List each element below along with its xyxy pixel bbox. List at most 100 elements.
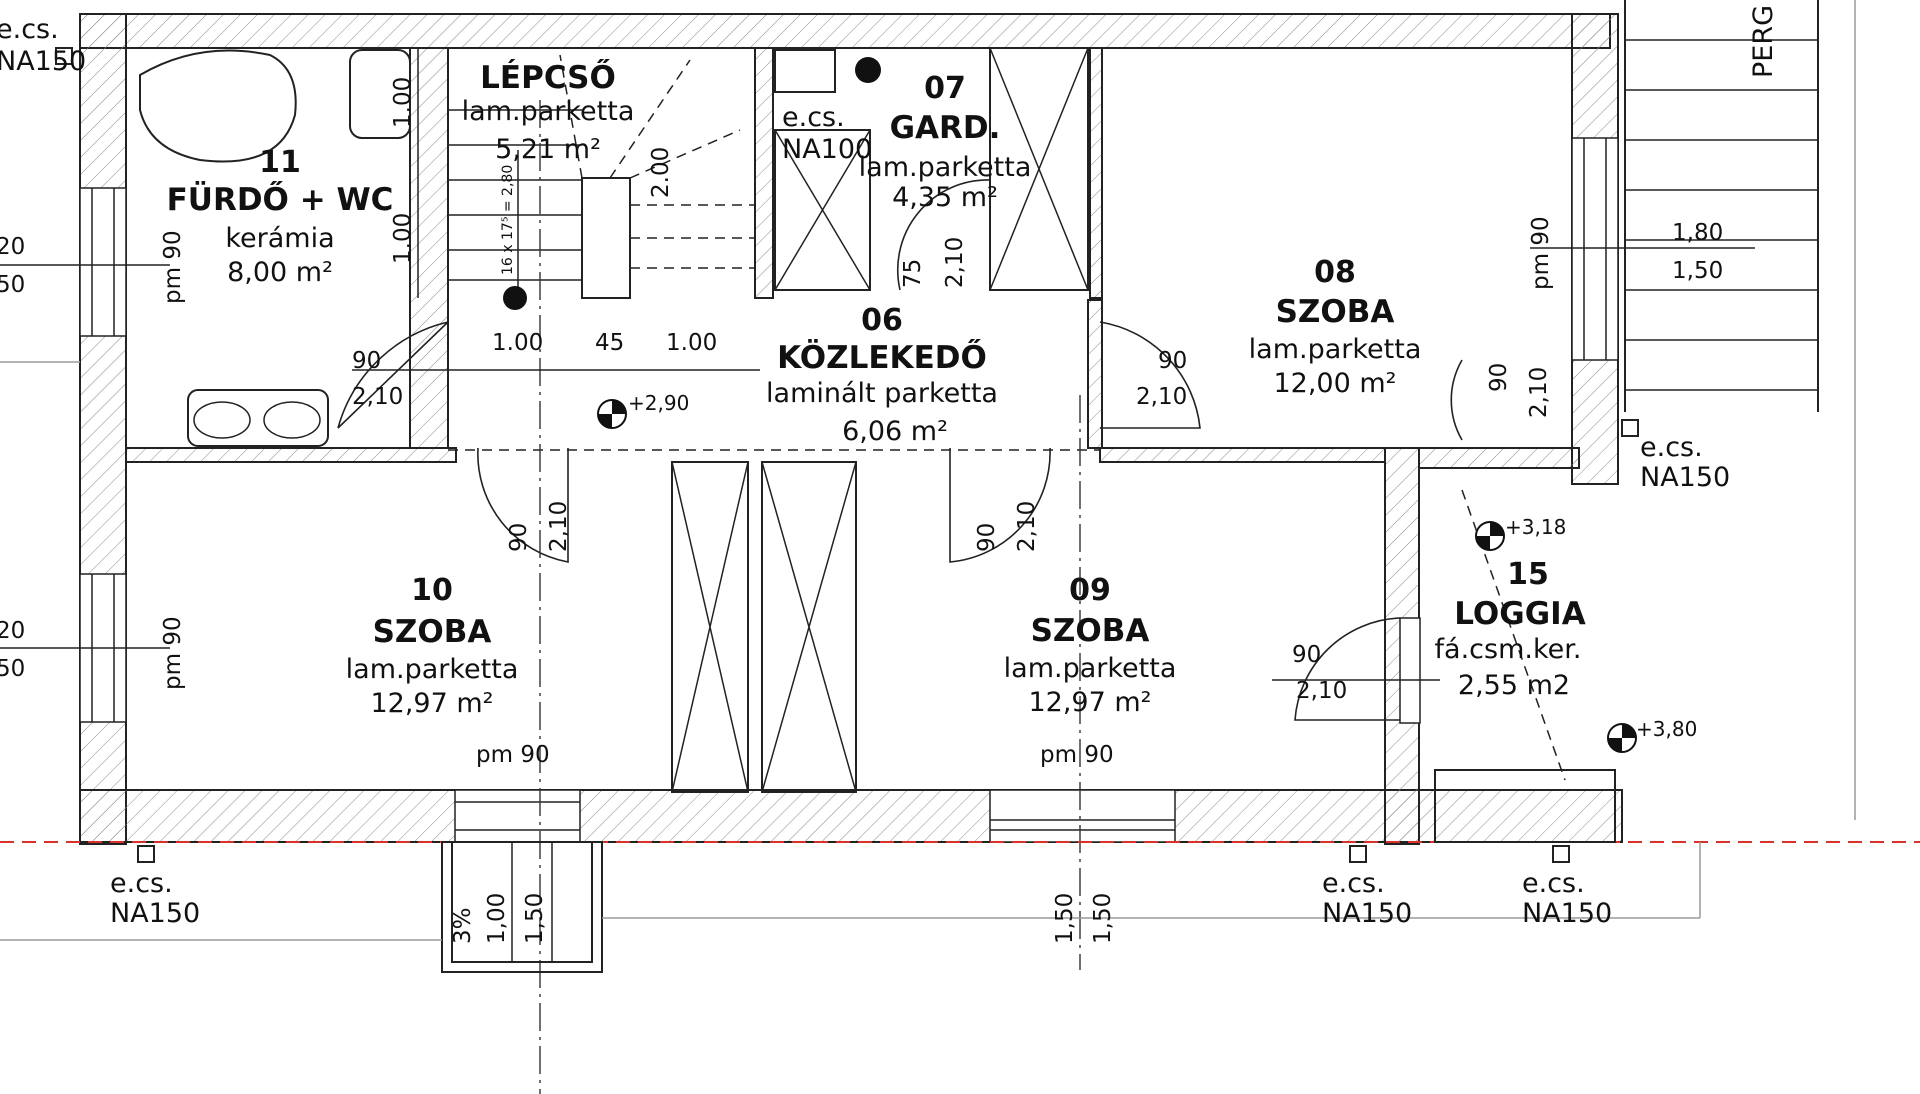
- doors: [337, 179, 1566, 781]
- room-07-label: 07 GARD. lam.parketta 4,35 m²: [859, 71, 1032, 213]
- svg-text:KÖZLEKEDŐ: KÖZLEKEDŐ: [777, 339, 987, 376]
- svg-text:20: 20: [0, 234, 25, 260]
- room-06-label: 06 KÖZLEKEDŐ laminált parketta 6,06 m²: [766, 303, 998, 447]
- svg-text:SZOBA: SZOBA: [1276, 294, 1395, 330]
- svg-text:pm 90: pm 90: [1040, 742, 1114, 768]
- svg-text:lam.parketta: lam.parketta: [1249, 334, 1422, 365]
- wall-corridor-right: [1087, 299, 1103, 449]
- svg-text:lam.parketta: lam.parketta: [462, 96, 635, 127]
- openings: [79, 137, 1619, 843]
- svg-text:LOGGIA: LOGGIA: [1454, 596, 1585, 632]
- svg-text:2,10: 2,10: [1296, 678, 1347, 704]
- room-lepcso-label: LÉPCSŐ lam.parketta 5,21 m²: [462, 59, 635, 165]
- svg-text:1,50: 1,50: [1672, 258, 1723, 284]
- outlet-2-code: e.cs.: [782, 102, 845, 133]
- grid-axes: [0, 100, 1920, 1094]
- svg-text:90: 90: [1486, 363, 1512, 392]
- svg-text:20: 20: [0, 618, 25, 644]
- pergola: [1624, 0, 1856, 820]
- svg-text:50: 50: [0, 656, 25, 682]
- svg-text:50: 50: [0, 272, 25, 298]
- svg-text:lam.parketta: lam.parketta: [859, 152, 1032, 183]
- svg-text:2,10: 2,10: [1526, 367, 1552, 418]
- svg-text:1.00: 1.00: [666, 330, 717, 356]
- outlet-6-code: e.cs.: [1640, 432, 1703, 463]
- room-08-label: 08 SZOBA lam.parketta 12,00 m²: [1249, 255, 1422, 399]
- slope-label: 3%: [450, 908, 476, 945]
- svg-text:2,10: 2,10: [352, 384, 403, 410]
- wall-top: [79, 13, 1611, 49]
- svg-text:1,50: 1,50: [1090, 893, 1116, 944]
- svg-text:90: 90: [1292, 642, 1321, 668]
- svg-text:pm 90: pm 90: [1528, 216, 1554, 290]
- svg-text:kerámia: kerámia: [225, 223, 334, 254]
- room-09-label: 09 SZOBA lam.parketta 12,97 m²: [1004, 573, 1177, 718]
- dimension-lines: [0, 48, 1755, 681]
- outlet-1-size: NA150: [0, 46, 86, 77]
- svg-text:lam.parketta: lam.parketta: [1004, 653, 1177, 684]
- svg-text:4,35 m²: 4,35 m²: [892, 182, 998, 213]
- svg-text:75: 75: [900, 259, 926, 288]
- svg-text:1,50: 1,50: [1052, 893, 1078, 944]
- svg-text:08: 08: [1314, 255, 1356, 290]
- svg-text:12,97 m²: 12,97 m²: [1028, 687, 1151, 718]
- outlet-2-size: NA100: [782, 134, 872, 165]
- wall-bottom: [79, 789, 1623, 843]
- svg-text:LÉPCSŐ: LÉPCSŐ: [480, 59, 616, 96]
- svg-text:12,97 m²: 12,97 m²: [370, 688, 493, 719]
- outlet-3-size: NA150: [110, 898, 200, 929]
- svg-text:lam.parketta: lam.parketta: [346, 654, 519, 685]
- svg-text:1.00: 1.00: [492, 330, 543, 356]
- svg-text:1,50: 1,50: [522, 893, 548, 944]
- svg-text:1.00: 1.00: [390, 213, 416, 264]
- outlet-6-size: NA150: [1640, 462, 1730, 493]
- outlet-5-code: e.cs.: [1522, 868, 1585, 899]
- stair-start-dot: [503, 286, 527, 310]
- svg-text:12,00 m²: 12,00 m²: [1273, 368, 1396, 399]
- level-label-1: +2,90: [628, 391, 689, 415]
- svg-text:45: 45: [595, 330, 624, 356]
- svg-text:2,10: 2,10: [546, 501, 572, 552]
- svg-text:07: 07: [924, 71, 966, 106]
- outlet-4-code: e.cs.: [1322, 868, 1385, 899]
- svg-text:FÜRDŐ + WC: FÜRDŐ + WC: [167, 181, 394, 218]
- svg-text:fá.csm.ker.: fá.csm.ker.: [1435, 634, 1582, 665]
- svg-text:8,00 m²: 8,00 m²: [227, 257, 333, 288]
- svg-text:90: 90: [352, 348, 381, 374]
- svg-text:GARD.: GARD.: [890, 110, 1001, 146]
- svg-text:pm 90: pm 90: [160, 230, 186, 304]
- outlet-4-size: NA150: [1322, 898, 1412, 929]
- svg-text:5,21 m²: 5,21 m²: [495, 134, 601, 165]
- level-label-2: +3,18: [1505, 515, 1566, 539]
- room-11-label: 11 FÜRDŐ + WC kerámia 8,00 m²: [167, 145, 394, 288]
- exterior-step: [0, 361, 1701, 973]
- svg-text:pm 90: pm 90: [476, 742, 550, 768]
- svg-text:2.00: 2.00: [648, 147, 674, 198]
- level-markers: [597, 399, 1637, 753]
- svg-text:06: 06: [861, 303, 903, 338]
- svg-text:SZOBA: SZOBA: [1031, 613, 1150, 649]
- bathtub: [139, 49, 297, 163]
- stair-formula: 16 x 17⁵ = 2,80: [500, 165, 516, 275]
- svg-text:1,00: 1,00: [484, 893, 510, 944]
- wardrobe-sink: [774, 49, 836, 93]
- svg-text:laminált parketta: laminált parketta: [766, 378, 998, 409]
- room-10-label: 10 SZOBA lam.parketta 12,97 m²: [346, 573, 519, 719]
- toilet: [349, 49, 411, 139]
- wall-garderobe-right: [1089, 47, 1103, 299]
- wardrobes: [671, 47, 1089, 793]
- outlet-5-size: NA150: [1522, 898, 1612, 929]
- svg-text:2,10: 2,10: [1014, 501, 1040, 552]
- svg-text:11: 11: [259, 145, 301, 180]
- dimension-labels: 1.00 45 1.00 1.00 1.00 2.00 90 2,10 90 2…: [0, 77, 1723, 944]
- double-sink: [187, 389, 329, 447]
- svg-text:2,10: 2,10: [1136, 384, 1187, 410]
- wall-corridor-bottom-right: [1099, 447, 1386, 463]
- pergola-label: PERG: [1748, 5, 1779, 78]
- wall-corridor-bottom-left: [125, 447, 457, 463]
- staircase: [448, 54, 755, 310]
- svg-text:2,55 m2: 2,55 m2: [1458, 670, 1570, 701]
- outlet-3-code: e.cs.: [110, 868, 173, 899]
